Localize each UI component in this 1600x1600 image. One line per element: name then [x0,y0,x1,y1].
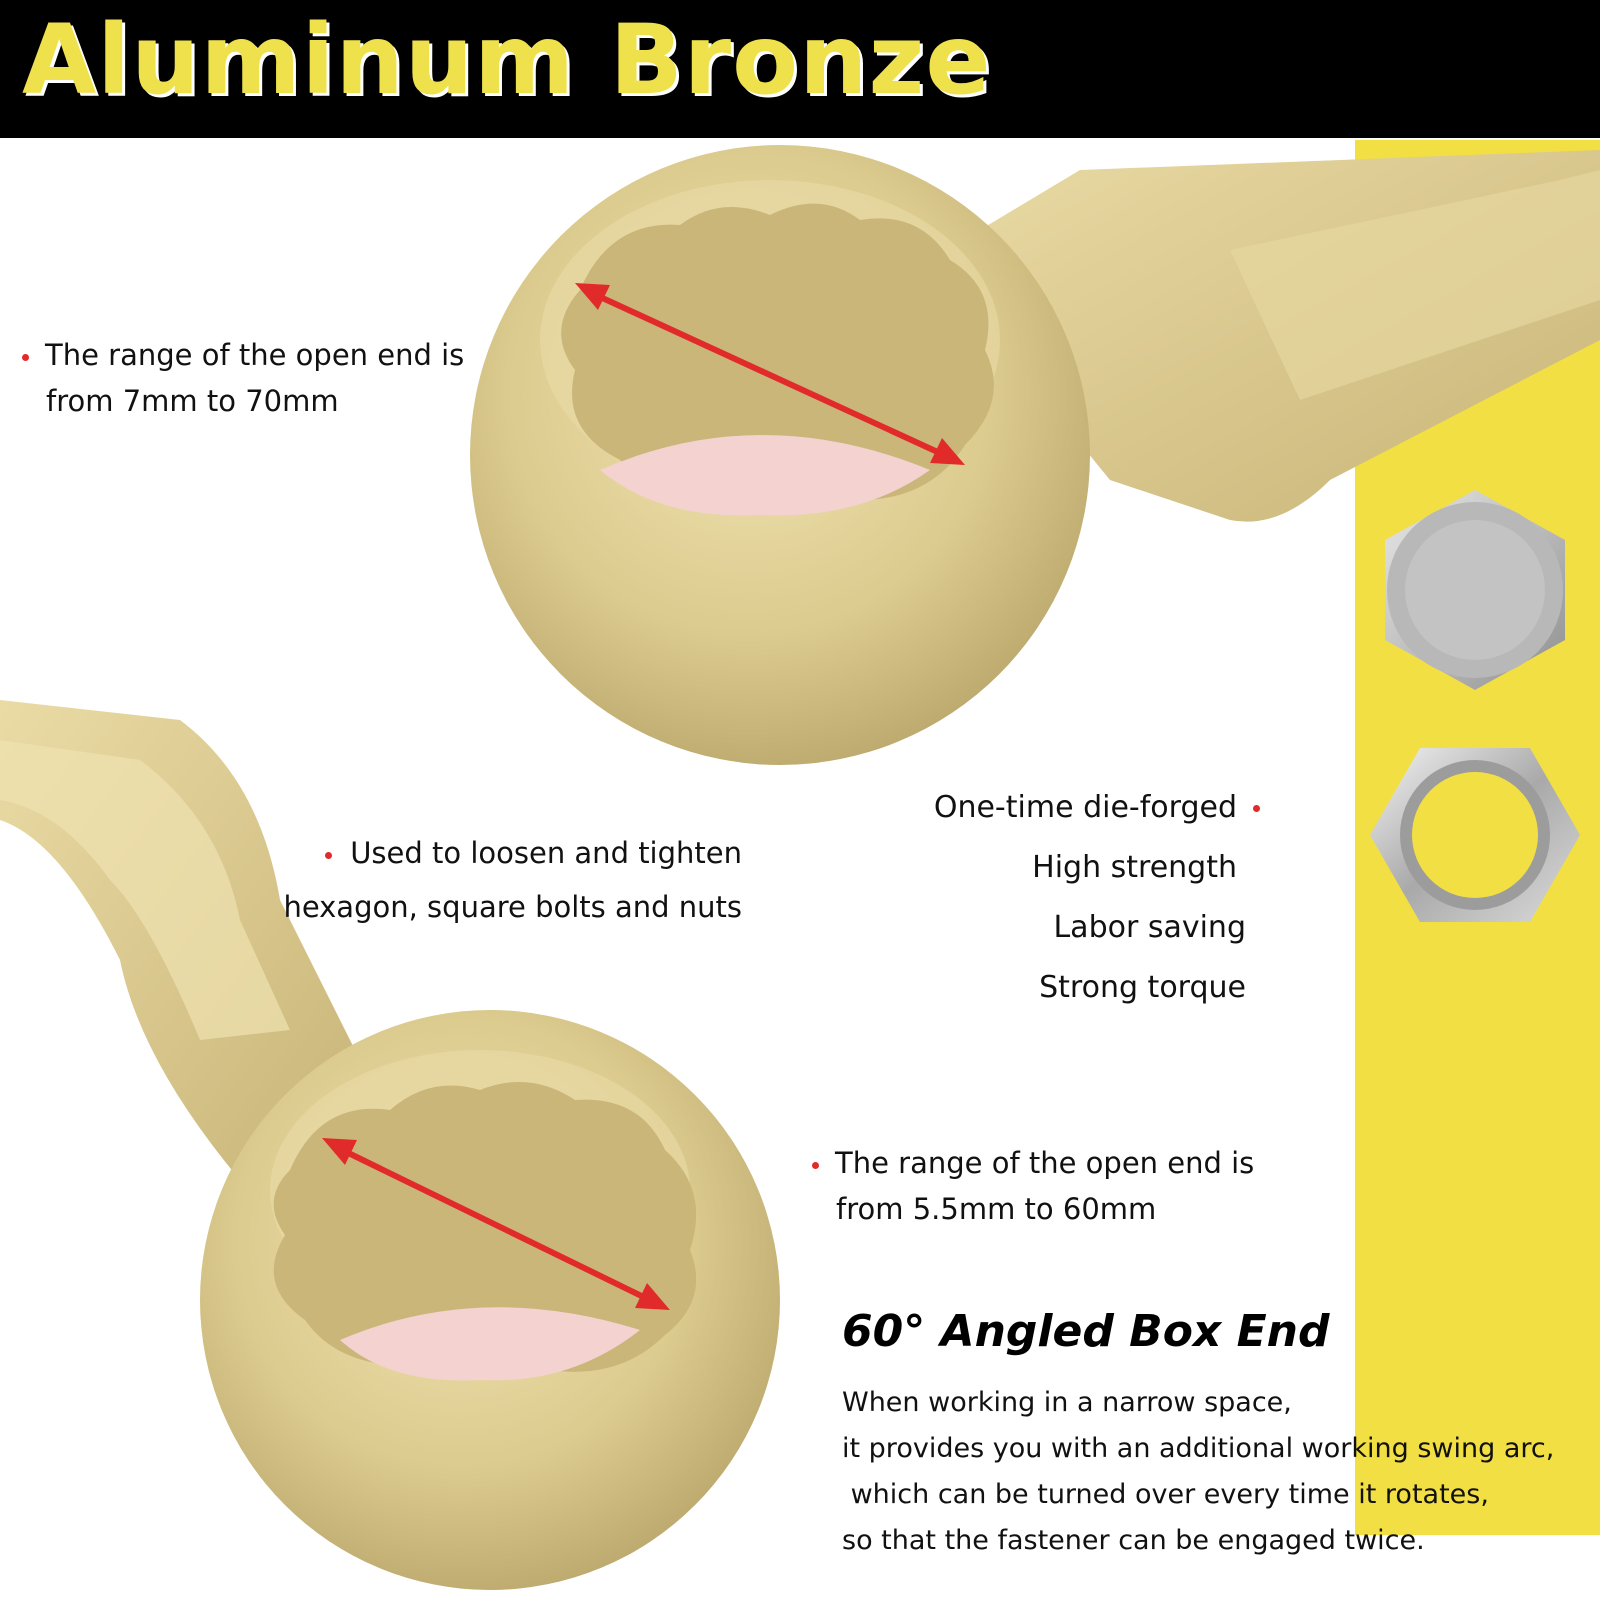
page-title: Aluminum Bronze [22,4,992,116]
feature-description-line-1: When working in a narrow space, [842,1387,1292,1418]
callout-bottom-range-line-2: from 5.5mm to 60mm [836,1192,1157,1226]
callout-top-range-line-2: from 7mm to 70mm [46,384,339,418]
callout-usage: Used to loosen and tighten hexagon, squa… [283,826,742,934]
hex-nut-icon [1370,748,1580,922]
feature-title: 60° Angled Box End [842,1306,1330,1357]
feature-description-line-4: so that the fastener can be engaged twic… [842,1525,1425,1556]
bullet-dot [22,353,29,361]
feature-description: When working in a narrow space, it provi… [842,1380,1554,1564]
wrench-handle-bottom-ridge [0,740,290,1040]
feature-description-line-2: it provides you with an additional worki… [842,1433,1555,1464]
callout-top-range-line-1: The range of the open end is [45,338,465,372]
wrench-handle-top-ridge [1230,170,1600,400]
hex-bolt-head-icon [1385,490,1565,690]
feature-list: One-time die-forged High strength Labor … [934,778,1260,1018]
double-arrow-icon-bottom [322,1138,670,1310]
callout-bottom-range-line-1: The range of the open end is [835,1146,1255,1180]
callout-usage-line-1: Used to loosen and tighten [350,836,742,870]
double-arrow-icon-top [575,283,965,465]
feature-description-line-3: which can be turned over every time it r… [842,1479,1489,1510]
wrench-socket-bottom-floor [340,1307,640,1381]
bullet-dot [812,1161,819,1169]
wrench-socket-top [561,203,994,509]
feature-item-forged: One-time die-forged [933,790,1237,825]
header-band [0,0,1600,138]
feature-item-labor: Labor saving [1053,910,1246,945]
feature-item-strength: High strength [1032,850,1237,885]
wrench-socket-top-floor [600,435,930,516]
bullet-dot [1253,805,1260,812]
feature-item-torque: Strong torque [1039,970,1246,1005]
callout-usage-line-2: hexagon, square bolts and nuts [283,890,742,924]
wrench-socket-bottom [273,1082,697,1379]
bullet-dot [325,851,333,859]
callout-top-range: The range of the open end is from 7mm to… [22,332,464,424]
callout-bottom-range: The range of the open end is from 5.5mm … [812,1140,1254,1232]
